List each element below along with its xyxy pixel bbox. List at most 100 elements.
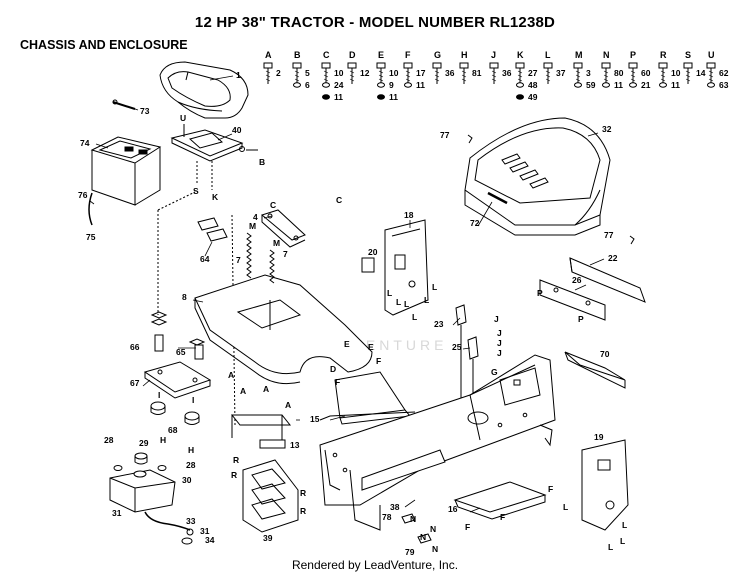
- hardware-letter: H: [461, 50, 468, 60]
- callout-number: 18: [404, 210, 414, 220]
- hardware-part-number: 6: [305, 80, 310, 90]
- dash-panel-part[interactable]: [384, 219, 429, 316]
- callout-number: 34: [205, 535, 215, 545]
- hardware-letter: A: [265, 50, 272, 60]
- hardware-part-number: 11: [389, 92, 398, 102]
- nut-icon[interactable]: [707, 82, 715, 88]
- fender-part[interactable]: [194, 274, 373, 385]
- spring-part-left[interactable]: [246, 232, 252, 279]
- fastener-icon[interactable]: [658, 62, 668, 84]
- nut-icon[interactable]: [322, 94, 330, 100]
- nut-icon[interactable]: [629, 82, 637, 88]
- callout-number: 75: [86, 232, 96, 242]
- nut-icon[interactable]: [516, 82, 524, 88]
- hardware-part-number: 49: [528, 92, 538, 102]
- reference-letter: C: [270, 200, 276, 210]
- callout-leaders: [89, 75, 605, 513]
- hardware-part-number: 60: [641, 68, 651, 78]
- reference-letter: F: [376, 356, 381, 366]
- reference-letter: L: [404, 299, 409, 309]
- hood-clip-part[interactable]: [467, 134, 635, 245]
- fastener-icon[interactable]: [347, 62, 357, 84]
- callout-number: 77: [440, 130, 450, 140]
- hardware-letter: G: [434, 50, 441, 60]
- battery-tray-part[interactable]: [90, 136, 162, 206]
- hardware-part-number: 11: [671, 80, 680, 90]
- fuel-tank-part[interactable]: [109, 469, 176, 513]
- nut-icon[interactable]: [377, 94, 385, 100]
- callout-number: 73: [140, 106, 150, 116]
- hardware-part-number: 11: [614, 80, 623, 90]
- reference-letter: A: [228, 370, 234, 380]
- reference-letter: J: [497, 328, 502, 338]
- fastener-icon[interactable]: [292, 62, 302, 84]
- fastener-icon[interactable]: [543, 62, 553, 84]
- footrest-mat-part[interactable]: [453, 481, 547, 520]
- nut-icon[interactable]: [602, 82, 610, 88]
- spring-assembly-part[interactable]: [150, 311, 206, 360]
- nut-icon[interactable]: [404, 82, 412, 88]
- nut-icon[interactable]: [574, 82, 582, 88]
- nut-icon[interactable]: [516, 94, 524, 100]
- section-title: CHASSIS AND ENCLOSURE: [20, 38, 188, 52]
- bumper-part[interactable]: [569, 257, 646, 303]
- hardware-letter: C: [323, 50, 330, 60]
- battery-cable-part[interactable]: [88, 192, 93, 226]
- frame-part[interactable]: [319, 354, 556, 531]
- side-rail-part[interactable]: [361, 449, 446, 491]
- hardware-letter: F: [405, 50, 411, 60]
- hardware-part-number: 81: [472, 68, 482, 78]
- hardware-letter: L: [545, 50, 551, 60]
- nut-icon[interactable]: [293, 82, 301, 88]
- hardware-letter: D: [349, 50, 356, 60]
- label-part[interactable]: [361, 257, 375, 273]
- fuel-line-part[interactable]: [144, 511, 194, 545]
- fastener-icon[interactable]: [376, 62, 386, 84]
- fastener-icon[interactable]: [628, 62, 638, 84]
- fastener-icon[interactable]: [683, 62, 693, 84]
- callout-number: 32: [602, 124, 612, 134]
- nut-icon[interactable]: [377, 82, 385, 88]
- reference-letter: I: [158, 390, 160, 400]
- nut-icon[interactable]: [322, 82, 330, 88]
- fastener-icon[interactable]: [263, 62, 273, 84]
- rubber-foot-part[interactable]: [150, 401, 200, 425]
- fastener-icon[interactable]: [489, 62, 499, 84]
- reference-letter: G: [491, 367, 498, 377]
- bumper-bracket-part[interactable]: [539, 279, 606, 321]
- fastener-icon[interactable]: [459, 62, 469, 84]
- seat-part[interactable]: [159, 61, 249, 119]
- render-credit: Rendered by LeadVenture, Inc.: [291, 558, 459, 572]
- rear-panel-part[interactable]: [242, 459, 299, 533]
- reference-letter: E: [368, 342, 374, 352]
- fastener-icon[interactable]: [432, 62, 442, 84]
- seat-support-part[interactable]: [230, 414, 292, 449]
- fastener-icon[interactable]: [706, 62, 716, 84]
- floor-plate-part[interactable]: [564, 351, 626, 389]
- hardware-part-number: 3: [586, 68, 591, 78]
- seat-bracket-part[interactable]: [260, 209, 306, 248]
- callout-number: 23: [434, 319, 444, 329]
- pad-part[interactable]: [197, 217, 228, 242]
- fastener-icon[interactable]: [403, 62, 413, 84]
- fuel-cap-part[interactable]: [134, 452, 148, 465]
- seat-pan-part[interactable]: [170, 124, 258, 162]
- clip-part[interactable]: [401, 513, 432, 544]
- fastener-icon[interactable]: [515, 62, 525, 84]
- nut-icon[interactable]: [659, 82, 667, 88]
- side-panel-part[interactable]: [581, 439, 629, 531]
- hardware-part-number: 10: [389, 68, 399, 78]
- reference-letter: J: [494, 314, 499, 324]
- fastener-icon[interactable]: [601, 62, 611, 84]
- fastener-icon[interactable]: [573, 62, 583, 84]
- spring-part-right[interactable]: [269, 249, 275, 284]
- hardware-part-number: 9: [389, 80, 394, 90]
- callout-number: 1: [236, 70, 241, 80]
- reference-letter: F: [465, 522, 470, 532]
- hood-part[interactable]: [464, 117, 611, 236]
- callout-number: 31: [112, 508, 122, 518]
- grommet-part[interactable]: [113, 465, 167, 471]
- fastener-icon[interactable]: [321, 62, 331, 84]
- mounting-plate-part[interactable]: [143, 361, 212, 399]
- footrest-part[interactable]: [319, 371, 416, 425]
